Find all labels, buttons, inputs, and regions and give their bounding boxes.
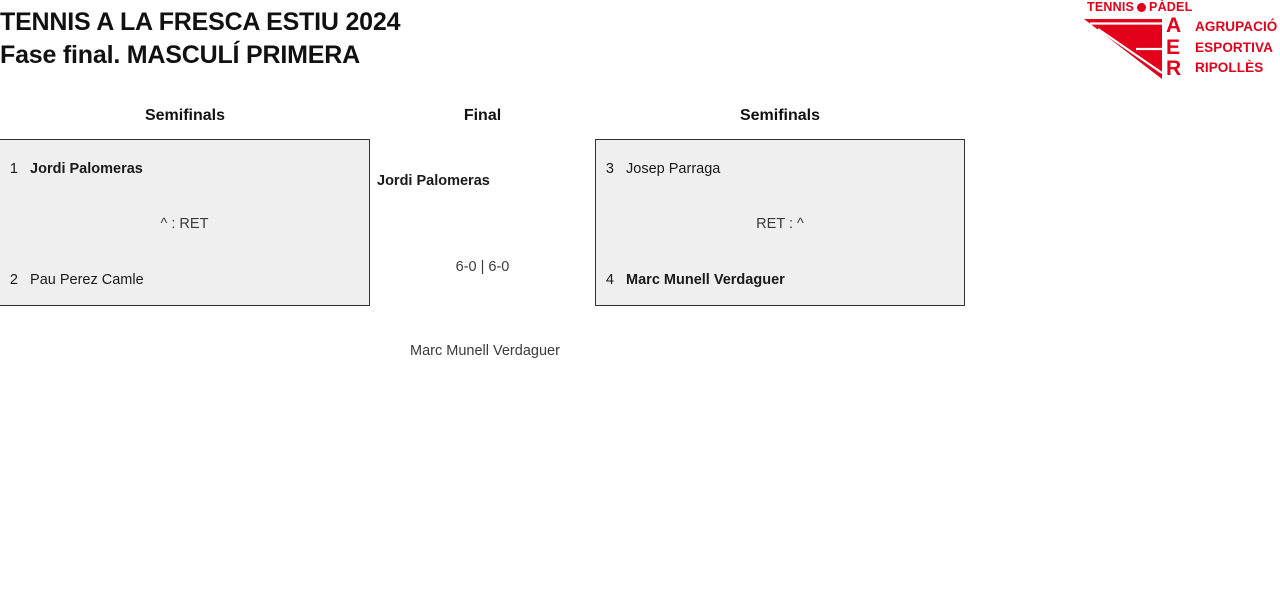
tournament-title-line-2: Fase final. MASCULÍ PRIMERA xyxy=(0,41,360,69)
player-name: Marc Munell Verdaguer xyxy=(626,272,785,288)
tournament-title-line-1: TENNIS A LA FRESCA ESTIU 2024 xyxy=(0,8,401,36)
player-name: Josep Parraga xyxy=(626,161,721,177)
logo-padel-word: PÀDEL xyxy=(1149,0,1193,14)
tennis-ball-icon xyxy=(1137,2,1147,12)
final-match-score: 6-0 | 6-0 xyxy=(455,259,510,275)
logo-tennis-word: TENNIS xyxy=(1087,0,1135,14)
round-heading-semifinals-right: Semifinals xyxy=(739,107,821,124)
match-score: ^ : RET xyxy=(160,216,209,232)
player-name: Pau Perez Camle xyxy=(30,272,144,288)
player-row[interactable]: 1 Jordi Palomeras xyxy=(0,161,369,177)
page-title: TENNIS A LA FRESCA ESTIU 2024 Fase final… xyxy=(0,6,900,72)
logo-word-agrupacio: AGRUPACIÓ xyxy=(1195,19,1278,34)
tennis-court-icon xyxy=(1084,19,1162,79)
player-name: Jordi Palomeras xyxy=(30,161,143,177)
logo-word-esportiva: ESPORTIVA xyxy=(1195,39,1273,55)
logo-club-name: AGRUPACIÓ ESPORTIVA RIPOLLÈS xyxy=(1195,17,1277,79)
player-row[interactable]: 4 Marc Munell Verdaguer xyxy=(596,272,964,288)
logo-initial-r: R xyxy=(1166,57,1182,80)
round-heading-semifinals-left: Semifinals xyxy=(144,107,226,124)
logo-initial-e: E xyxy=(1166,35,1181,59)
player-row[interactable]: 2 Pau Perez Camle xyxy=(0,272,369,288)
match-box-semifinal-2[interactable]: 3 Josep Parraga RET : ^ 4 Marc Munell Ve… xyxy=(595,139,965,306)
logo-initial-a: A xyxy=(1166,14,1182,37)
player-seed: 4 xyxy=(605,272,614,288)
logo-initials: A E R xyxy=(1166,15,1192,80)
final-runner-up-name[interactable]: Marc Munell Verdaguer xyxy=(410,343,560,359)
logo-word-ripolles: RIPOLLÈS xyxy=(1195,60,1264,75)
player-seed: 1 xyxy=(9,161,18,177)
club-logo: TENNIS PÀDEL A E R AGRUPACIÓ ESPORTIVA R… xyxy=(1082,0,1278,82)
player-row[interactable]: 3 Josep Parraga xyxy=(596,161,964,177)
final-winner-name[interactable]: Jordi Palomeras xyxy=(377,173,490,189)
player-seed: 3 xyxy=(605,161,614,177)
round-heading-final: Final xyxy=(463,107,502,124)
player-seed: 2 xyxy=(9,272,18,288)
logo-tennis-padel-text: TENNIS PÀDEL xyxy=(1087,0,1192,14)
match-box-semifinal-1[interactable]: 1 Jordi Palomeras ^ : RET 2 Pau Perez Ca… xyxy=(0,139,370,306)
match-score: RET : ^ xyxy=(756,216,804,232)
